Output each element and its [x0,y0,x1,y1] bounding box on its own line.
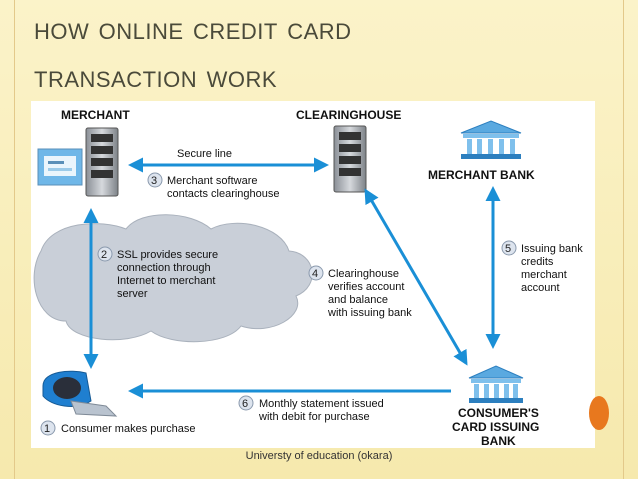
step-6-line-2: with debit for purchase [258,411,370,423]
step-3: 3 Merchant software contacts clearinghou… [147,172,280,200]
consumer-bank-label-line3: BANK [481,434,516,448]
step-3-line-2: contacts clearinghouse [167,188,280,200]
step-4-line-2: verifies account [328,281,404,293]
consumer-bank-label-line2: CARD ISSUING [452,420,539,434]
step-2-line-4: server [117,288,148,300]
merchant-server-icon [85,127,119,197]
decorative-orange-dot [589,396,609,430]
consumer-bank-label-line1: CONSUMER'S [458,406,539,420]
arrow-clearinghouse-consumer-bank [364,188,468,366]
step-4-line-1: Clearinghouse [328,268,399,280]
title-line-1: How Online Credit card [34,10,352,46]
step-6-line-1: Monthly statement issued [259,398,384,410]
step-1-line-1: Consumer makes purchase [61,423,196,435]
merchant-bank-building-icon [460,120,522,159]
internet-cloud [33,214,313,343]
consumer-bank-building-icon [468,365,524,403]
merchant-label: MERCHANT [61,108,130,122]
step-5-line-4: account [521,282,560,294]
step-4-number: 4 [312,268,318,280]
footer-text: Universty of education (okara) [245,450,393,462]
title-line-2: transaction work [34,58,278,94]
step-6-number: 6 [242,398,248,410]
step-2-line-3: Internet to merchant [117,275,215,287]
step-3-line-1: Merchant software [167,175,257,187]
step-2-number: 2 [101,249,107,261]
step-5-line-1: Issuing bank [521,243,583,255]
step-5-number: 5 [505,243,511,255]
step-2: 2 SSL provides secure connection through… [97,246,218,300]
step-5: 5 Issuing bank credits merchant account [501,240,583,294]
slide-title: How Online Credit card transaction work [34,4,594,100]
step-5-line-2: credits [521,256,554,268]
step-1: 1 Consumer makes purchase [40,420,196,436]
step-4-line-4: with issuing bank [327,307,412,319]
step-2-line-1: SSL provides secure [117,249,218,261]
secure-line-label: Secure line [177,148,232,160]
flow-arrows [83,157,501,399]
merchant-screen-icon [37,148,83,186]
left-border-line [14,0,15,479]
right-border-line [623,0,624,479]
step-2-line-2: connection through [117,262,211,274]
transaction-diagram: MERCHANT CLEARINGHOUSE MERCHANT BANK CON… [31,101,595,448]
step-5-line-3: merchant [521,269,567,281]
step-1-number: 1 [44,423,50,435]
step-4: 4 Clearinghouse verifies account and bal… [308,265,412,319]
clearinghouse-label: CLEARINGHOUSE [296,108,401,122]
merchant-bank-label: MERCHANT BANK [428,168,535,182]
step-4-line-3: and balance [328,294,388,306]
clearinghouse-server-icon [333,125,367,193]
consumer-computer-icon [42,370,118,417]
step-3-number: 3 [151,175,157,187]
step-6: 6 Monthly statement issued with debit fo… [238,395,384,423]
